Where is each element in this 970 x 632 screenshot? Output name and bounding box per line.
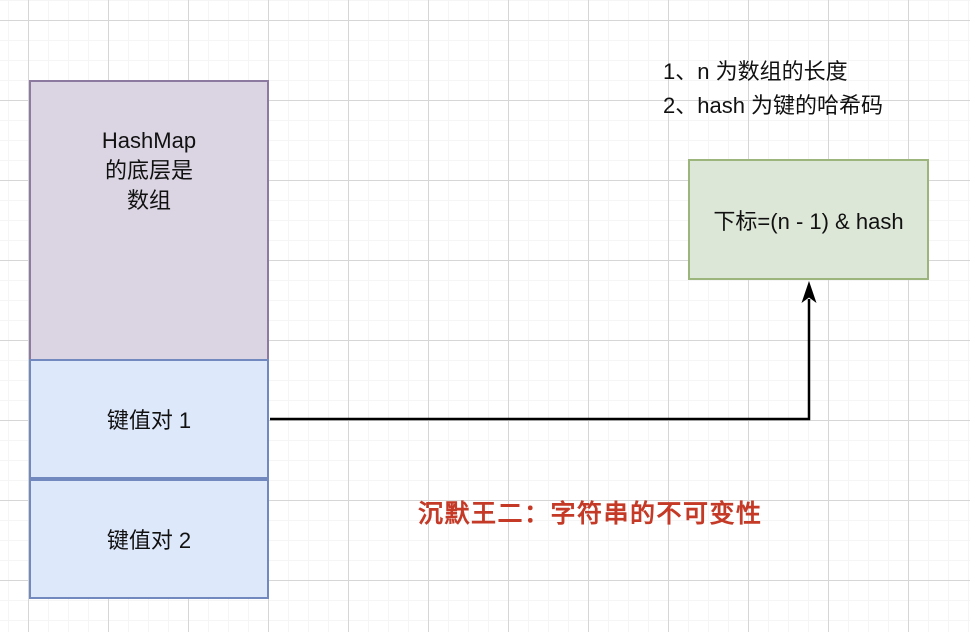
entry-box-1-label: 键值对 1 <box>106 408 192 433</box>
arrowhead-icon <box>801 281 817 303</box>
index-formula-box: 下标=(n - 1) & hash <box>688 159 929 280</box>
hashmap-array-label-line-1: HashMap <box>101 128 197 153</box>
entry-box-2-label: 键值对 2 <box>106 528 192 553</box>
hashmap-array-label-line-2: 的底层是 <box>104 158 193 183</box>
note-line-1: 1、n 为数组的长度 <box>663 59 848 84</box>
entry-box-1: 键值对 1 <box>29 359 269 479</box>
hashmap-array-label-line-3: 数组 <box>126 188 171 213</box>
watermark-text: 沉默王二：字符串的不可变性 <box>418 500 763 528</box>
connector-arrow-line <box>270 299 811 421</box>
notes-text: 1、n 为数组的长度 2、hash 为键的哈希码 <box>663 55 883 123</box>
entry-box-2: 键值对 2 <box>29 479 269 599</box>
hashmap-array-box: HashMap 的底层是 数组 <box>29 80 269 361</box>
index-formula-label: 下标=(n - 1) & hash <box>713 208 904 234</box>
note-line-2: 2、hash 为键的哈希码 <box>663 93 884 118</box>
